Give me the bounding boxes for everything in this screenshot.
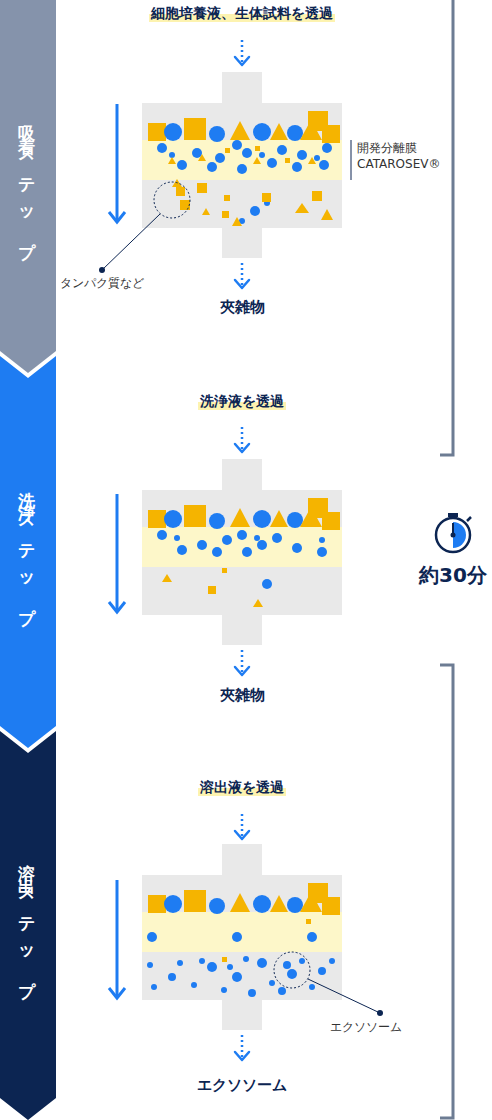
duration-label: 約30分 xyxy=(419,562,487,588)
callout-label: タンパク質など xyxy=(60,276,170,292)
step-label: 溶出ステップ xyxy=(17,851,40,1000)
input-caption: 細胞培養液、生体試料を透過 xyxy=(149,4,335,22)
step-band: 洗浄ステップ xyxy=(0,356,56,748)
step-label: 洗浄ステップ xyxy=(17,478,40,627)
step-band: 吸着ステップ xyxy=(0,0,56,373)
output-label: 夾雑物 xyxy=(220,686,265,706)
output-label: エクソソーム xyxy=(197,1076,287,1096)
membrane-label: 開発分離膜 CATAROSEV® xyxy=(357,141,457,172)
output-label: 夾雑物 xyxy=(220,298,265,318)
input-caption: 洗浄液を透過 xyxy=(198,392,286,410)
step-band: 溶出ステップ xyxy=(0,731,56,1120)
input-caption: 溶出液を透過 xyxy=(198,778,286,796)
callout-label: エクソソーム xyxy=(330,1020,440,1036)
step-label: 吸着ステップ xyxy=(17,112,40,261)
